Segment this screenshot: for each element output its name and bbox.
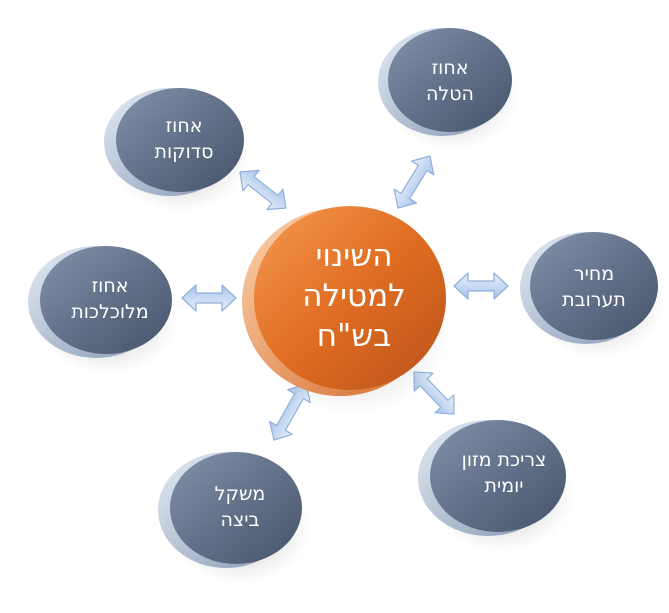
node-mishkal: משקל ביצה [158,452,310,584]
arrow-center-hatala [393,155,435,209]
node-tzricha-line-1: צריכת מזון [462,449,547,471]
node-taarovet-line-2: תערובת [562,289,626,311]
node-hatala-line-2: הטלה [426,83,474,105]
node-hatala: אחוז הטלה [378,28,518,150]
node-melukhlakhot-line-1: אחוז [92,275,129,297]
center-line-2: למטילה [302,278,406,314]
node-taarovet: מחיר תערובת [520,232,664,358]
center-node: השינוי למטילה בש"ח [242,206,452,416]
node-sdukot-line-2: סדוקות [154,141,213,163]
node-mishkal-line-2: ביצה [221,509,260,531]
arrow-center-taarovet [453,272,509,300]
node-tzricha-line-2: יומית [484,475,523,497]
node-sdukot-line-1: אחוז [166,115,203,137]
node-taarovet-line-1: מחיר [574,263,614,285]
node-tzricha: צריכת מזון יומית [418,420,574,552]
node-hatala-line-1: אחוז [432,57,469,79]
node-melukhlakhot: אחוז מלוכלכות [28,246,178,374]
node-mishkal-line-1: משקל [215,483,266,505]
center-line-1: השינוי [316,238,393,274]
center-line-3: בש"ח [317,318,391,354]
node-sdukot: אחוז סדוקות [104,88,248,212]
node-melukhlakhot-line-2: מלוכלכות [71,301,148,323]
arrow-center-melukhlakhot [181,284,237,312]
